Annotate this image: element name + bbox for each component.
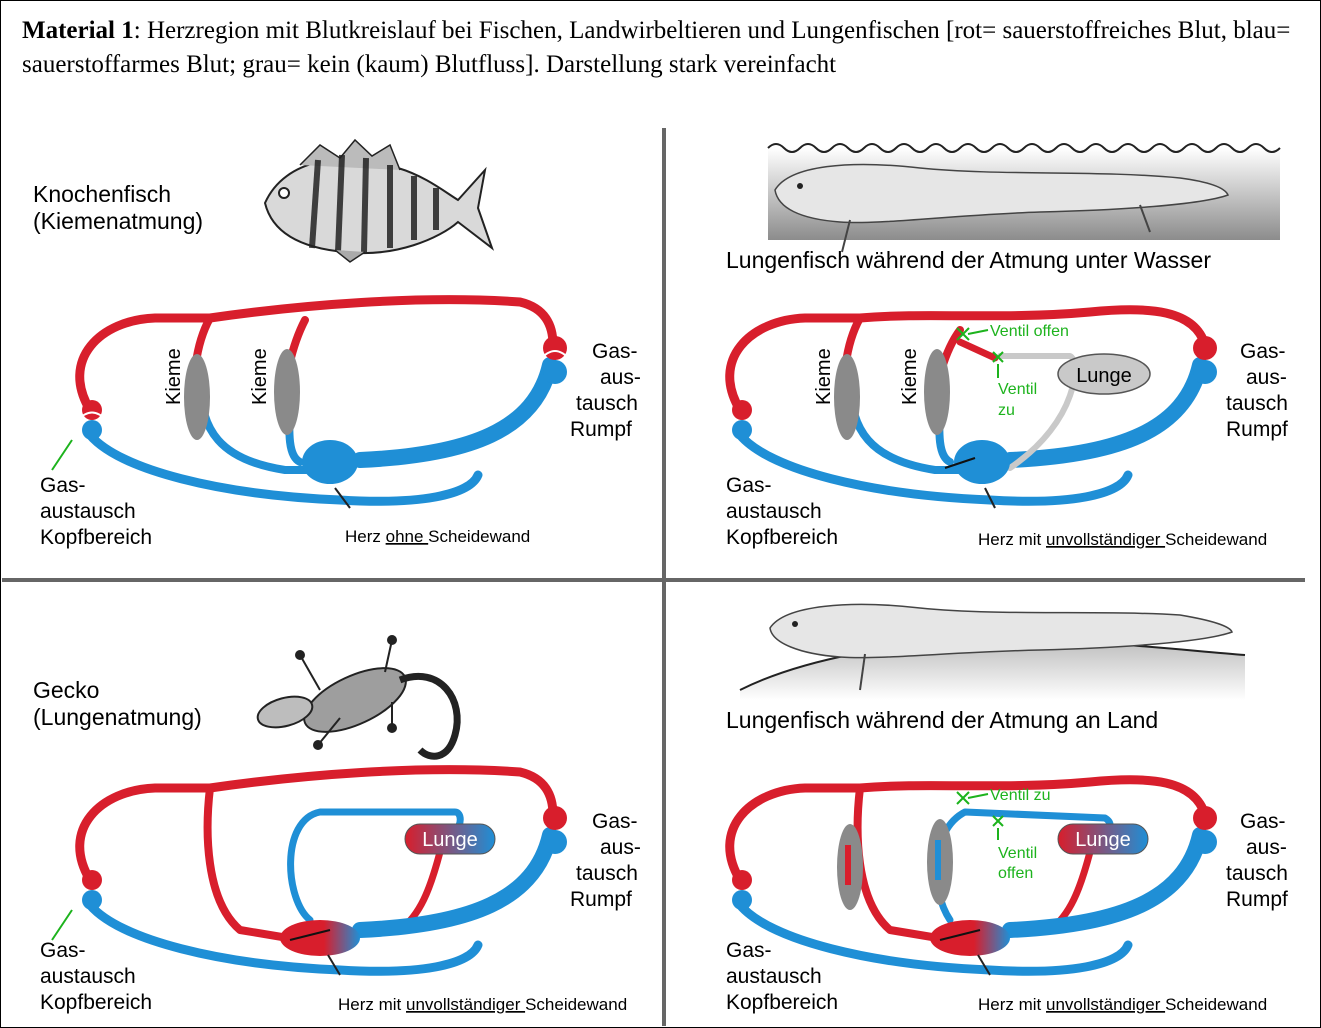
- fish-trunk-label-4: Rumpf: [570, 418, 632, 441]
- lungfish-land-valve-open-2: offen: [998, 865, 1033, 882]
- gill-2-shape: [274, 349, 300, 435]
- lungfish-water-gill-1: Kieme: [813, 348, 835, 405]
- lungfish-land-illustration: [740, 604, 1245, 700]
- heart-gecko: [280, 920, 360, 956]
- capillary-head-lungfish-land: [732, 870, 752, 910]
- panel-lungfish-land: Lungenfisch während der Atmung an Land L…: [726, 604, 1288, 1014]
- lungfish-water-trunk-4: Rumpf: [1226, 418, 1288, 441]
- lungfish-water-heart-caption: Herz mit unvollständiger Scheidewand: [978, 530, 1267, 549]
- fish-title-line2: (Kiemenatmung): [33, 208, 203, 234]
- lungfish-water-illustration: [768, 144, 1280, 252]
- lungfish-land-trunk-2: aus-: [1246, 836, 1287, 859]
- lungfish-water-head-3: Kopfbereich: [726, 526, 838, 549]
- heart-lungfish-land: [930, 920, 1010, 956]
- lungfish-water-valve-closed-1: Ventil: [998, 381, 1037, 398]
- gecko-head-1: Gas-: [40, 939, 86, 962]
- fish-head-label-2: austausch: [40, 500, 136, 523]
- capillary-head-gecko: [82, 870, 102, 910]
- gecko-lung-label: Lunge: [422, 829, 478, 851]
- gecko-head-2: austausch: [40, 965, 136, 988]
- gecko-trunk-1: Gas-: [592, 810, 638, 833]
- lungfish-land-lung-label: Lunge: [1075, 829, 1131, 851]
- gecko-trunk-3: tausch: [576, 862, 638, 885]
- bony-fish-illustration: [265, 140, 492, 262]
- capillary-head-lungfish-water: [732, 400, 752, 440]
- lungfish-water-valve-open: Ventil offen: [990, 323, 1069, 340]
- valve-open-marker-land: [993, 816, 1003, 840]
- lungfish-water-trunk-2: aus-: [1246, 366, 1287, 389]
- gecko-head-3: Kopfbereich: [40, 991, 152, 1014]
- lungfish-land-head-2: austausch: [726, 965, 822, 988]
- gecko-trunk-2: aus-: [600, 836, 641, 859]
- gecko-title-line2: (Lungenatmung): [33, 704, 202, 730]
- gill-1-shape: [184, 354, 210, 440]
- fish-title-line1: Knochenfisch: [33, 181, 171, 207]
- lungfish-water-head-1: Gas-: [726, 474, 772, 497]
- lungfish-water-title: Lungenfisch während der Atmung unter Was…: [726, 247, 1211, 273]
- lungfish-water-trunk-1: Gas-: [1240, 340, 1286, 363]
- lungfish-land-trunk-1: Gas-: [1240, 810, 1286, 833]
- fish-trunk-label-1: Gas-: [592, 340, 638, 363]
- lungfish-land-title: Lungenfisch während der Atmung an Land: [726, 707, 1158, 733]
- valve-closed-marker-land: [957, 792, 988, 804]
- panel-lungfish-water: Lungenfisch während der Atmung unter Was…: [726, 144, 1288, 549]
- panel-fish: Knochenfisch (Kiemenatmung): [33, 140, 641, 549]
- lungfish-water-gill-2: Kieme: [899, 348, 921, 405]
- gecko-title-line1: Gecko: [33, 677, 99, 703]
- fish-trunk-label-2: aus-: [600, 366, 641, 389]
- gecko-illustration: [254, 636, 457, 756]
- lungfish-land-trunk-4: Rumpf: [1226, 888, 1288, 911]
- fish-heart-caption: Herz ohne Scheidewand: [345, 527, 530, 546]
- gecko-heart-caption: Herz mit unvollständiger Scheidewand: [338, 995, 627, 1014]
- lungfish-land-trunk-3: tausch: [1226, 862, 1288, 885]
- fish-trunk-label-3: tausch: [576, 392, 638, 415]
- lungfish-land-valve-closed: Ventil zu: [990, 787, 1050, 804]
- lungfish-land-head-3: Kopfbereich: [726, 991, 838, 1014]
- panel-gecko: Gecko (Lungenatmung) Lunge: [33, 636, 641, 1014]
- lungfish-water-valve-closed-2: zu: [998, 402, 1015, 419]
- fish-gill-label-1: Kieme: [163, 348, 185, 405]
- fish-gill-label-2: Kieme: [249, 348, 271, 405]
- lungfish-water-head-2: austausch: [726, 500, 822, 523]
- lungfish-land-head-1: Gas-: [726, 939, 772, 962]
- fish-head-label-1: Gas-: [40, 474, 86, 497]
- fish-head-arrow: [52, 440, 72, 470]
- lungfish-land-heart-caption: Herz mit unvollständiger Scheidewand: [978, 995, 1267, 1014]
- heart-fish: [302, 440, 358, 484]
- lungfish-land-valve-open-1: Ventil: [998, 845, 1037, 862]
- fish-head-label-3: Kopfbereich: [40, 526, 152, 549]
- gecko-trunk-4: Rumpf: [570, 888, 632, 911]
- gecko-head-arrow: [52, 910, 72, 940]
- lungfish-water-trunk-3: tausch: [1226, 392, 1288, 415]
- lungfish-water-lung-label: Lunge: [1076, 365, 1132, 387]
- capillary-head-fish: [78, 400, 106, 440]
